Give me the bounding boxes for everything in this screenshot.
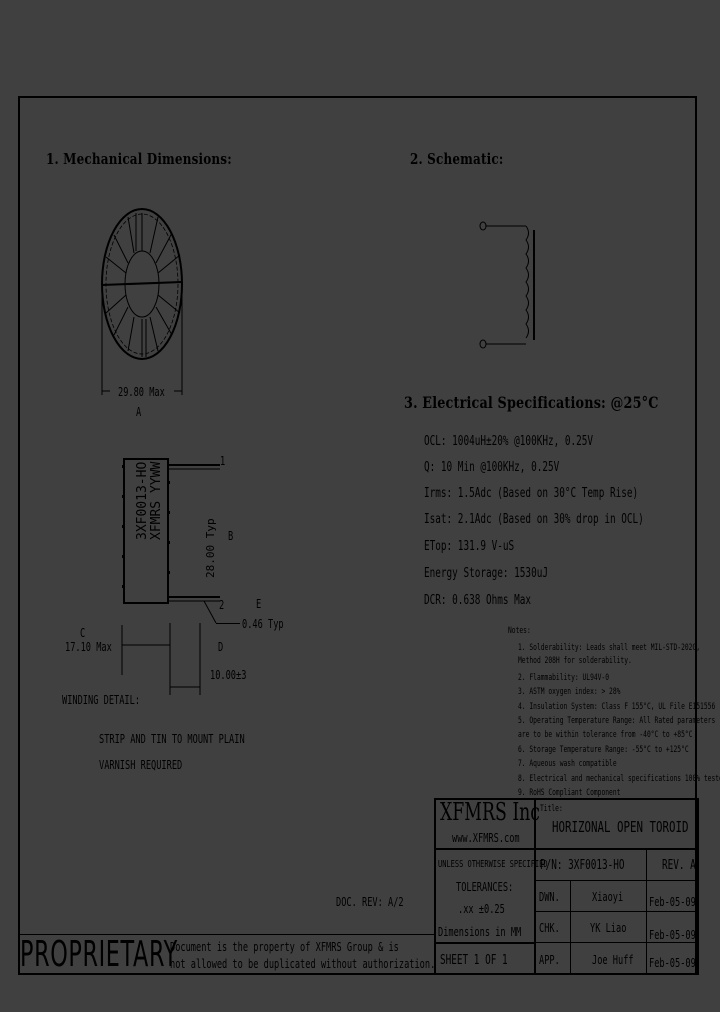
tb-divider xyxy=(534,880,699,881)
note-item: Method 208H for solderability. xyxy=(518,656,632,666)
toroid-side-view-drawing xyxy=(121,458,220,695)
company-name: XFMRS Inc xyxy=(440,798,540,826)
dimension-a-label: A xyxy=(136,405,142,419)
title-block xyxy=(434,798,699,975)
toroid-top-view-drawing xyxy=(101,208,183,395)
tb-divider xyxy=(434,942,534,944)
part-marking-line2: XFMRS YYWW xyxy=(149,461,164,540)
spec-energy-storage: Energy Storage: 1530uJ xyxy=(424,566,548,581)
note-item: 3. ASTM oxygen index: > 28% xyxy=(518,687,621,697)
spec-etop: ETop: 131.9 V-uS xyxy=(424,539,515,554)
drawing-frame xyxy=(18,96,697,975)
spec-q: Q: 10 Min @100KHz, 0.25V xyxy=(424,460,560,475)
winding-detail-title: WINDING DETAIL: xyxy=(62,693,141,707)
mechanical-dimensions-heading: 1. Mechanical Dimensions: xyxy=(46,150,232,168)
spec-dcr: DCR: 0.638 Ohms Max xyxy=(424,593,532,608)
note-item: 7. Aqueous wash compatible xyxy=(518,759,617,769)
note-item: 5. Operating Temperature Range: All Rate… xyxy=(518,716,716,726)
e-leader-line xyxy=(216,623,240,624)
dimension-a-value: 29.80 Max xyxy=(118,385,165,399)
proprietary-line2: not allowed to be duplicated without aut… xyxy=(170,957,436,971)
tb-divider xyxy=(534,942,699,943)
dimension-b-label: B xyxy=(228,529,234,543)
part-number: P/N: 3XF0013-HO xyxy=(540,858,625,873)
dimension-d-label: D xyxy=(218,640,224,654)
unless-specified: UNLESS OTHERWISE SPECIFIED xyxy=(438,859,548,870)
proprietary-label: PROPRIETARY xyxy=(20,934,178,975)
dimension-b-value: 28.00 Typ xyxy=(204,518,217,578)
note-item: 8. Electrical and mechanical specificati… xyxy=(518,774,720,784)
note-item: 4. Insulation System: Class F 155°C, UL … xyxy=(518,702,716,712)
drawing-title: HORIZONAL OPEN TOROID xyxy=(552,818,689,836)
schematic-heading: 2. Schematic: xyxy=(410,150,504,168)
checked-role: CHK. xyxy=(539,921,560,935)
spec-isat: Isat: 2.1Adc (Based on 30% drop in OCL) xyxy=(424,512,644,527)
approved-name: Joe Huff xyxy=(592,953,634,967)
winding-detail-line2: VARNISH REQUIRED xyxy=(99,758,183,772)
proprietary-divider xyxy=(18,934,434,935)
sheet-number: SHEET 1 OF 1 xyxy=(440,953,508,968)
checked-date: Feb-05-09 xyxy=(649,928,696,942)
revision: REV. A xyxy=(662,858,696,873)
dimension-e-label: E xyxy=(256,597,262,611)
approved-role: APP. xyxy=(539,953,560,967)
title-label: Title: xyxy=(540,804,563,814)
note-item: 6. Storage Temperature Range: -55°C to +… xyxy=(518,745,689,755)
tolerances-label: TOLERANCES: xyxy=(456,880,514,894)
spec-irms: Irms: 1.5Adc (Based on 30°C Temp Rise) xyxy=(424,486,639,501)
tb-divider xyxy=(570,880,571,975)
checked-name: YK Liao xyxy=(590,921,627,935)
doc-revision: DOC. REV: A/2 xyxy=(336,895,404,909)
note-item: 1. Solderability: Leads shall meet MIL-S… xyxy=(518,643,701,653)
drawn-date: Feb-05-09 xyxy=(649,895,696,909)
inductor-schematic xyxy=(479,221,535,349)
drawn-role: DWN. xyxy=(539,890,560,904)
note-item: 9. RoHS Compliant Component xyxy=(518,788,621,798)
dimension-c-value: 17.10 Max xyxy=(65,640,112,654)
dimension-units: Dimensions in MM xyxy=(438,925,522,939)
spec-ocl: OCL: 1004uH±20% @100KHz, 0.25V xyxy=(424,434,594,449)
dimension-c-label: C xyxy=(80,626,86,640)
tolerance-value: .xx ±0.25 xyxy=(458,902,505,916)
electrical-specs-heading: 3. Electrical Specifications: @25°C xyxy=(404,393,659,412)
dimension-d-value: 10.00±3 xyxy=(210,668,247,682)
winding-detail-line1: STRIP AND TIN TO MOUNT PLAIN xyxy=(99,732,245,746)
drawn-name: Xiaoyi xyxy=(592,890,624,904)
note-item: 2. Flammability: UL94V-0 xyxy=(518,673,610,683)
dimension-e-value: 0.46 Typ xyxy=(242,617,284,631)
notes-title: Notes: xyxy=(508,626,531,636)
company-website: www.XFMRS.com xyxy=(452,831,520,845)
tb-divider xyxy=(434,848,699,850)
pin-2-label: 2 xyxy=(219,598,225,612)
proprietary-line1: Document is the property of XFMRS Group … xyxy=(170,940,399,954)
part-marking-line1: 3XF0013-HO xyxy=(135,461,150,540)
tb-divider xyxy=(646,848,647,975)
approved-date: Feb-05-09 xyxy=(649,956,696,970)
tb-divider xyxy=(534,798,536,975)
note-item: are to be within tolerance from -40°C to… xyxy=(518,730,693,740)
pin-1-label: 1 xyxy=(220,454,226,468)
tb-divider xyxy=(534,911,699,912)
